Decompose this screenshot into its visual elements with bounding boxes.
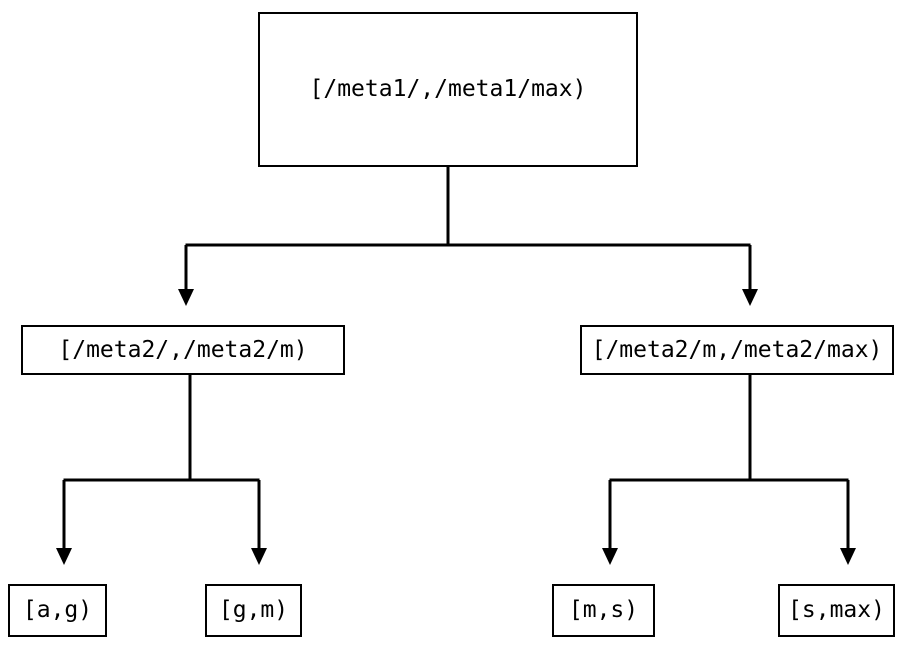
node-root[interactable]: [/meta1/,/meta1/max) [258,12,638,167]
node-leaf-ms[interactable]: [m,s) [552,584,655,637]
node-leaf-smax-label: [s,max) [788,597,885,623]
arrowhead-mid-right [742,289,758,306]
arrowhead-leaf-gm [251,548,267,565]
arrowhead-leaf-ag [56,548,72,565]
arrowhead-leaf-ms [602,548,618,565]
arrowhead-mid-left [178,289,194,306]
node-mid-right-label: [/meta2/m,/meta2/max) [591,336,883,363]
arrowhead-leaf-smax [840,548,856,565]
node-mid-left[interactable]: [/meta2/,/meta2/m) [21,325,345,375]
node-leaf-smax[interactable]: [s,max) [778,584,895,637]
node-leaf-gm[interactable]: [g,m) [205,584,302,637]
node-leaf-ag[interactable]: [a,g) [8,584,107,637]
node-mid-right[interactable]: [/meta2/m,/meta2/max) [580,325,894,375]
node-leaf-ms-label: [m,s) [568,597,639,623]
node-mid-left-label: [/meta2/,/meta2/m) [58,336,308,363]
node-leaf-gm-label: [g,m) [218,597,289,623]
node-leaf-ag-label: [a,g) [22,597,93,623]
node-root-label: [/meta1/,/meta1/max) [309,76,587,102]
